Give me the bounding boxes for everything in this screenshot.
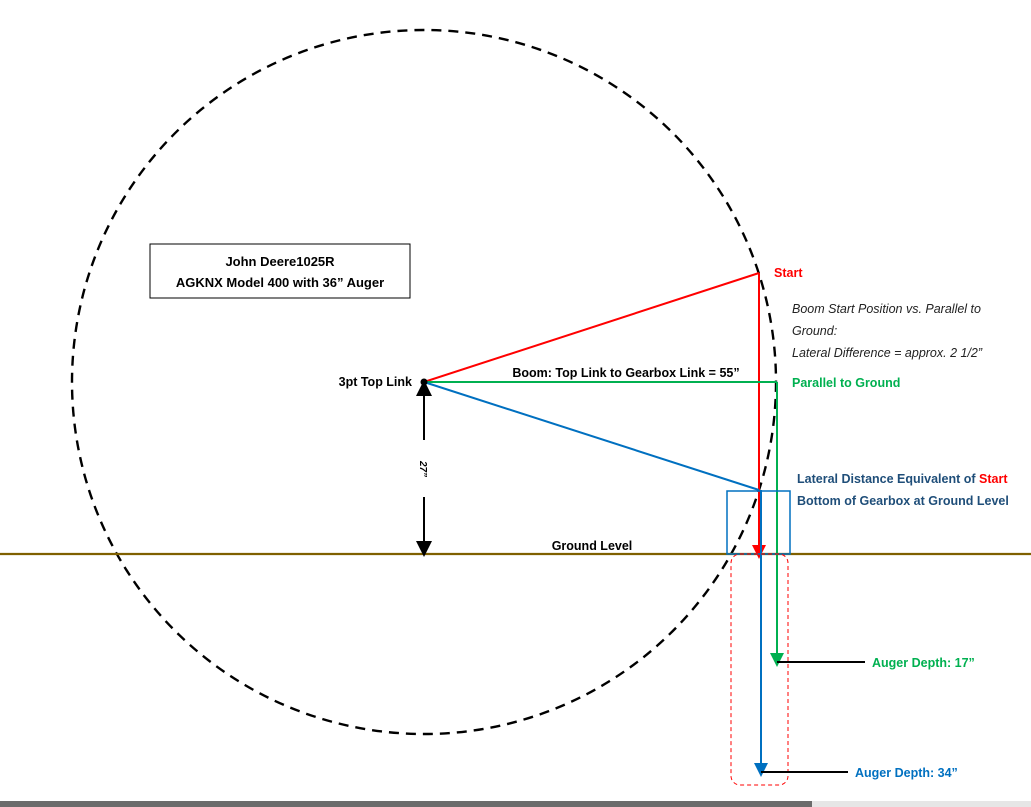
height-label: 27” bbox=[417, 460, 428, 477]
top-link-point bbox=[420, 378, 428, 386]
depth-34-label: Auger Depth: 34” bbox=[855, 766, 958, 780]
start-label: Start bbox=[774, 266, 803, 280]
ground-label: Ground Level bbox=[552, 539, 633, 553]
depth-17-label: Auger Depth: 17” bbox=[872, 656, 975, 670]
note-line-3: Lateral Difference = approx. 2 1/2” bbox=[792, 346, 983, 360]
gearbox-box bbox=[726, 490, 791, 555]
auger-outline bbox=[730, 553, 789, 786]
title-line-1: John Deere1025R bbox=[225, 254, 335, 269]
boom-start-line bbox=[423, 272, 760, 383]
gearbox-bottom-label: Bottom of Gearbox at Ground Level bbox=[797, 494, 1009, 508]
note-line-2: Ground: bbox=[792, 324, 837, 338]
lateral-label-prefix: Lateral Distance Equivalent of bbox=[797, 472, 979, 486]
horizontal-scrollbar-track[interactable] bbox=[812, 801, 1031, 807]
boom-gearbox-line bbox=[423, 381, 760, 491]
parallel-label: Parallel to Ground bbox=[792, 376, 900, 390]
horizontal-scrollbar-thumb[interactable] bbox=[0, 801, 812, 807]
lateral-label-start: Start bbox=[979, 472, 1008, 486]
lateral-label: Lateral Distance Equivalent of Start bbox=[797, 472, 1008, 486]
title-line-2: AGKNX Model 400 with 36” Auger bbox=[176, 275, 384, 290]
boom-label: Boom: Top Link to Gearbox Link = 55” bbox=[512, 366, 739, 380]
title-box bbox=[149, 243, 411, 299]
note-line-1: Boom Start Position vs. Parallel to bbox=[792, 302, 981, 316]
top-link-label: 3pt Top Link bbox=[339, 375, 412, 389]
